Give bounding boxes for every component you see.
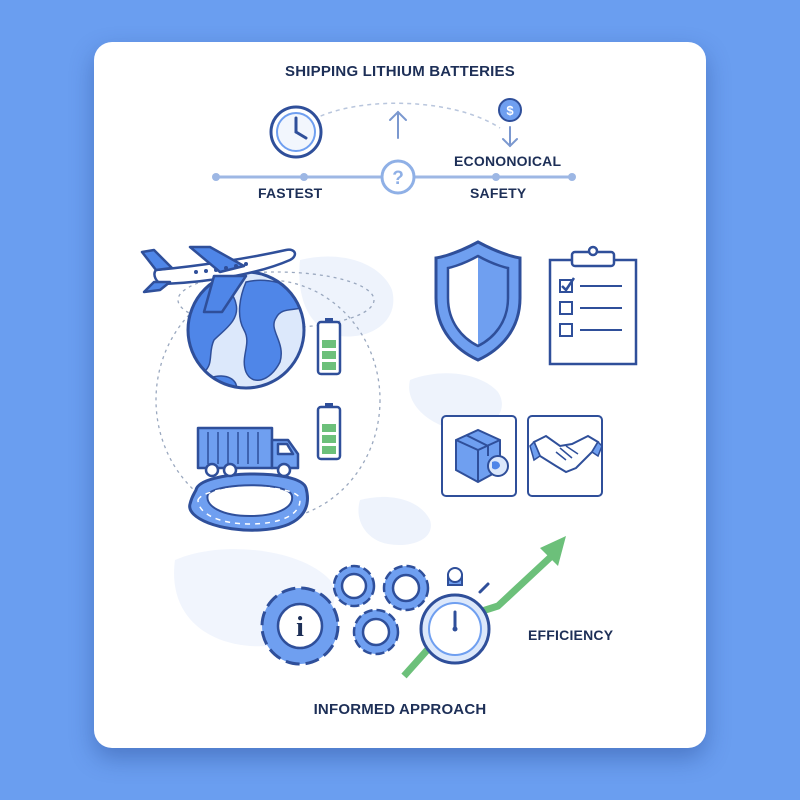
fastest-label: FASTEST xyxy=(258,185,323,201)
dollar-coin-icon: $ xyxy=(498,98,522,122)
infographic-title: SHIPPING LITHIUM BATTERIES xyxy=(285,63,515,80)
question-symbol: ? xyxy=(392,168,404,189)
truck-icon xyxy=(196,426,300,478)
dollar-symbol: $ xyxy=(506,103,514,118)
shield-icon xyxy=(434,240,522,362)
safety-label: SAFETY xyxy=(470,185,527,201)
clipboard-checklist-icon xyxy=(548,245,638,366)
arrow-down-icon xyxy=(502,126,518,148)
gear-info-icon: i xyxy=(260,586,340,666)
arrow-up-icon xyxy=(389,110,407,139)
efficiency-label: EFFICIENCY xyxy=(528,627,614,643)
gear-icon xyxy=(352,608,400,656)
airplane-icon xyxy=(140,245,297,314)
road-loop-icon xyxy=(188,472,309,532)
economical-label: ECONONOICAL xyxy=(454,153,562,169)
gear-icon xyxy=(382,564,430,612)
info-symbol: i xyxy=(296,612,304,643)
package-globe-icon xyxy=(441,415,517,497)
gear-icon xyxy=(332,564,376,608)
stopwatch-icon xyxy=(419,567,491,665)
battery-icon xyxy=(316,403,342,461)
battery-icon xyxy=(316,318,342,376)
informed-approach-label: INFORMED APPROACH xyxy=(313,701,487,718)
globe-icon xyxy=(186,270,306,390)
question-icon: ? xyxy=(380,159,416,195)
handshake-icon xyxy=(527,415,603,497)
clock-icon xyxy=(269,105,323,159)
